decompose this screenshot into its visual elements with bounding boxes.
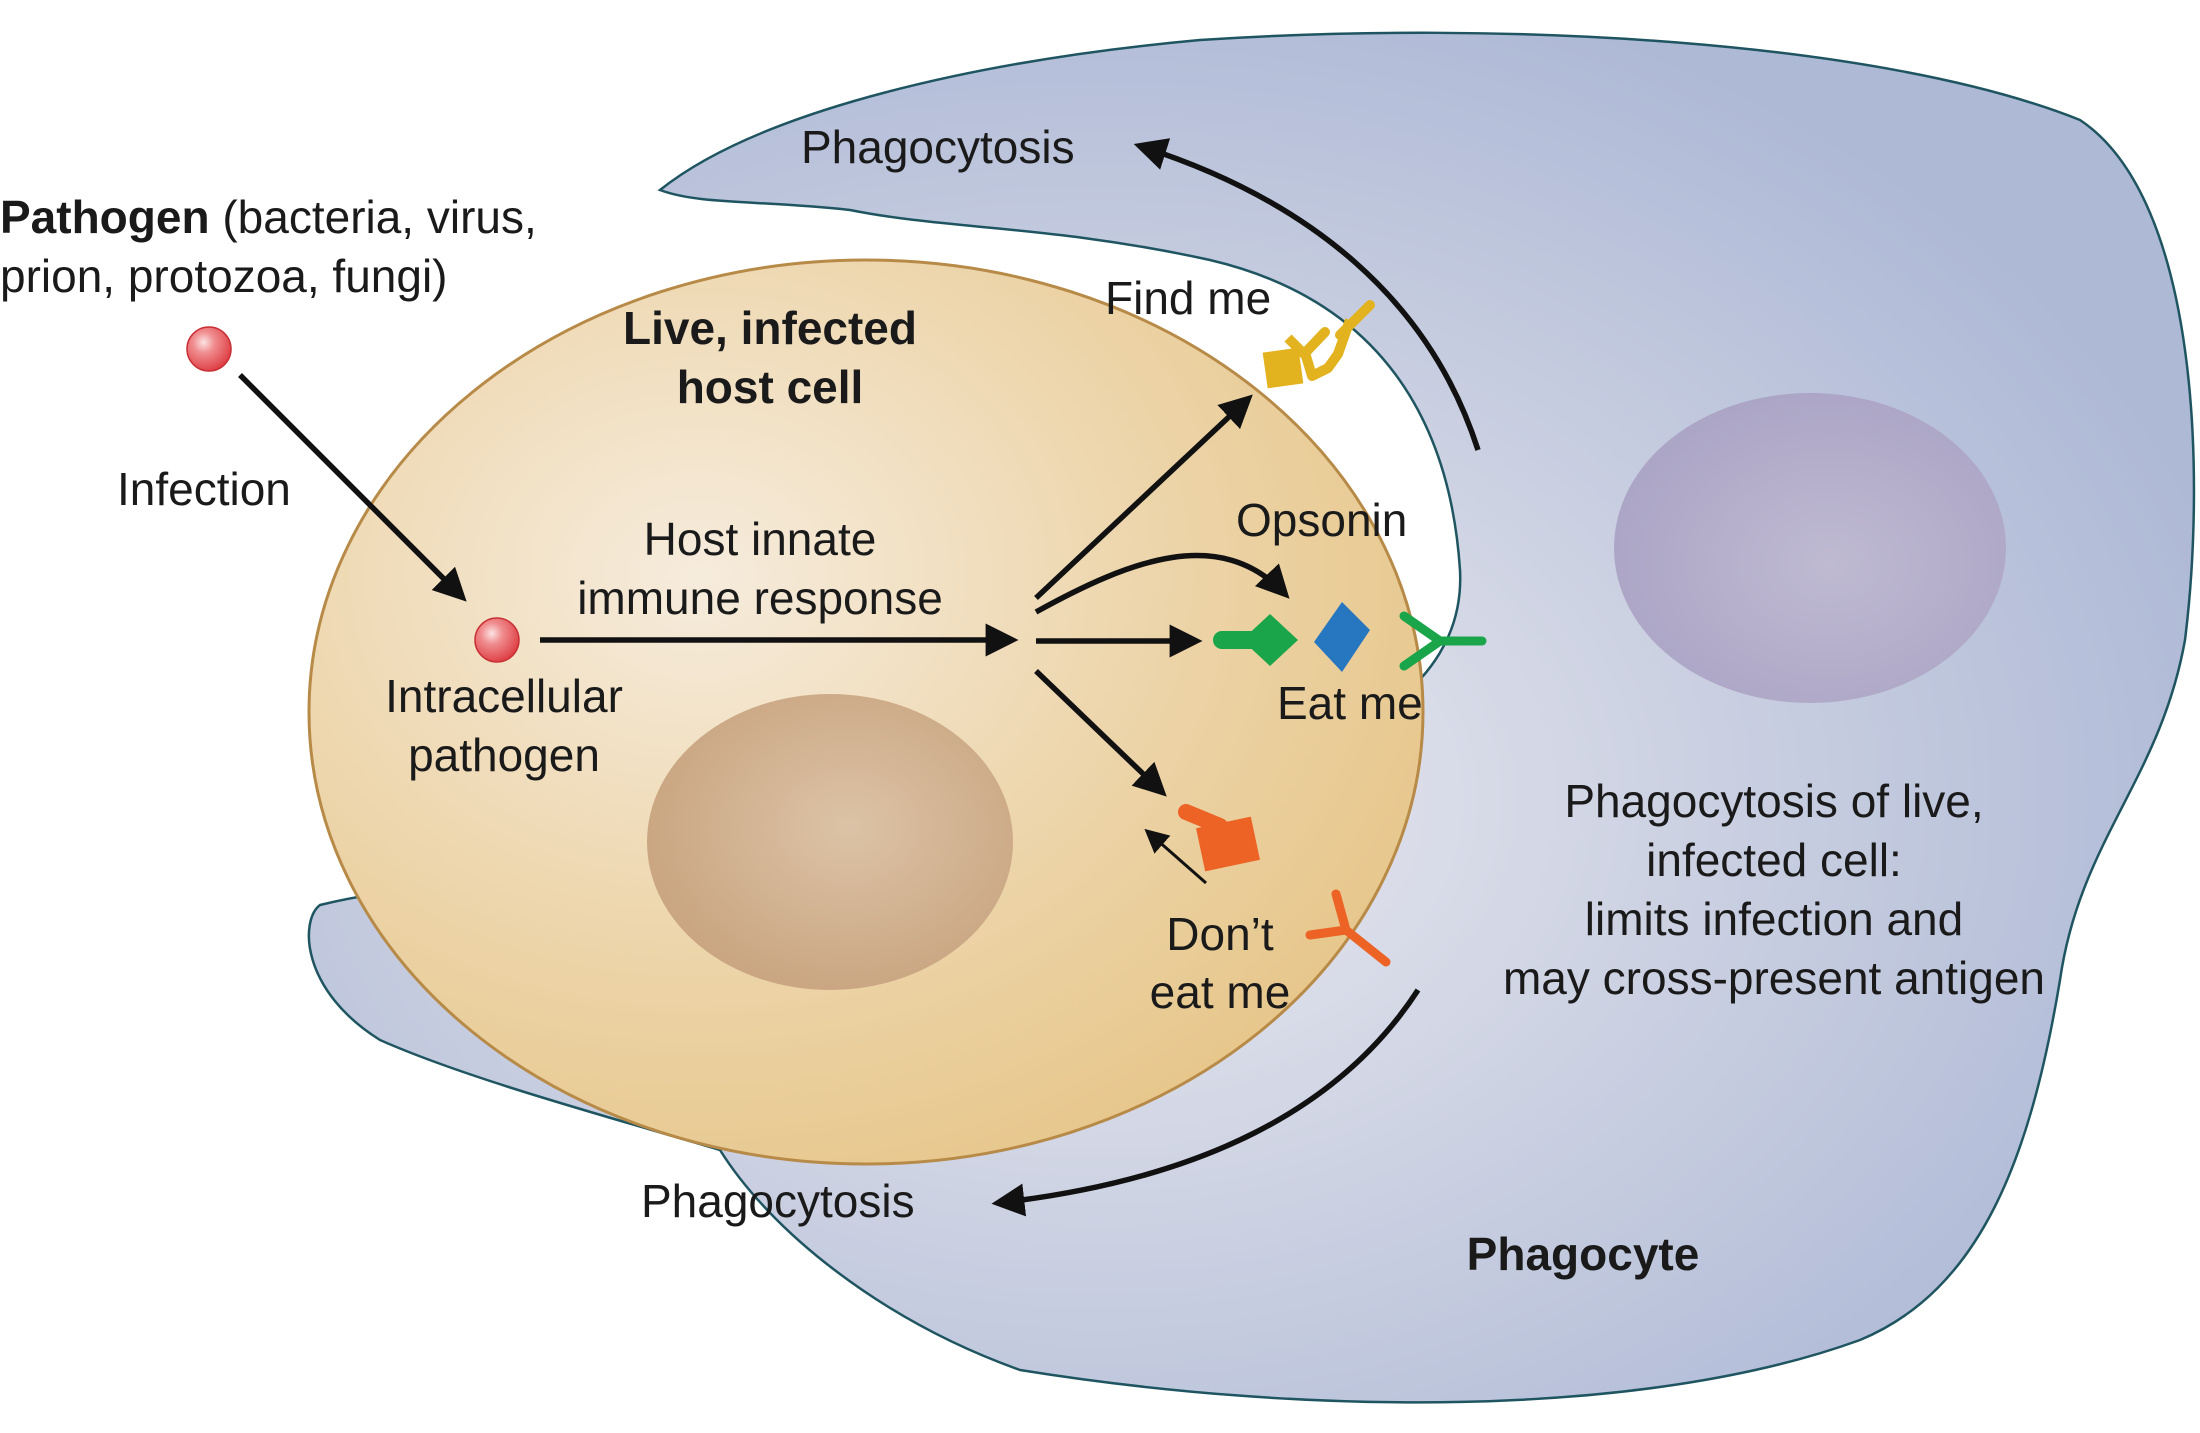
phagocyte-nucleus	[1614, 393, 2006, 703]
find-me-signal-icon	[1262, 300, 1375, 389]
find-me-label: Find me	[1105, 272, 1271, 324]
result-label-line3: limits infection and	[1585, 893, 1963, 945]
eat-me-signal-icon	[1213, 614, 1298, 666]
infection-label: Infection	[117, 463, 291, 515]
innate-response-label-line2: immune response	[577, 572, 943, 624]
dont-eat-me-label-line2: eat me	[1150, 966, 1291, 1018]
infection-arrow	[238, 373, 467, 602]
host-cell-label-line2: host cell	[677, 361, 864, 413]
opsonin-icon	[1314, 602, 1370, 672]
dont-eat-me-inhibition-arrow	[1144, 828, 1207, 885]
opsonin-label: Opsonin	[1236, 494, 1407, 546]
find-me-arrow	[1034, 394, 1253, 601]
pathogen-types-label: prion, protozoa, fungi)	[0, 250, 448, 302]
phagocytosis-bottom-label: Phagocytosis	[641, 1175, 915, 1227]
intracellular-label-line2: pathogen	[408, 729, 600, 781]
dont-eat-me-signal-icon	[1178, 804, 1260, 872]
intracellular-label-line1: Intracellular	[385, 670, 623, 722]
pathogen-label: Pathogen (bacteria, virus,	[0, 191, 537, 243]
phagocytosis-top-arrow	[1133, 138, 1481, 451]
pathogen-particle	[186, 326, 232, 372]
opsonin-arrow	[1034, 552, 1290, 615]
phagocytosis-bottom-arrow	[991, 988, 1421, 1217]
eat-me-label: Eat me	[1277, 677, 1423, 729]
phagocyte-label: Phagocyte	[1467, 1228, 1700, 1280]
dont-eat-me-label-line1: Don’t	[1166, 908, 1274, 960]
result-label-line1: Phagocytosis of live,	[1564, 775, 1983, 827]
innate-response-label-line1: Host innate	[644, 513, 877, 565]
result-label-line2: infected cell:	[1646, 834, 1902, 886]
eat-me-receptor-icon	[1399, 611, 1487, 671]
host-cell-label-line1: Live, infected	[623, 302, 917, 354]
dont-eat-me-receptor-icon	[1305, 889, 1391, 967]
host-nucleus	[647, 694, 1013, 990]
intracellular-pathogen-particle	[474, 617, 520, 663]
phagocytosis-top-label: Phagocytosis	[801, 121, 1075, 173]
result-label-line4: may cross-present antigen	[1503, 952, 2045, 1004]
dont-eat-me-arrow	[1034, 669, 1167, 797]
